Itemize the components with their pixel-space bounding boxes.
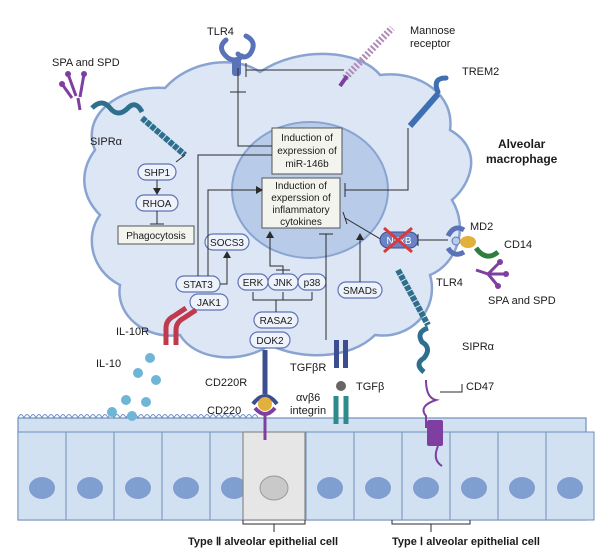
tlr4-right-label: TLR4: [436, 277, 463, 289]
epithelial-cell: [401, 431, 451, 521]
tlr4-top-label: TLR4: [207, 26, 234, 38]
type2-nucleus: [259, 475, 289, 501]
svg-text:Induction of: Induction of: [281, 133, 333, 144]
spa-spd-right-label: SPA and SPD: [488, 295, 556, 307]
epithelial-cell: [17, 431, 67, 521]
integrin-label-2: integrin: [290, 405, 326, 417]
epithelial-nucleus: [413, 477, 439, 499]
inflammatory-cytokines-box: Induction of experssion of inflammatory …: [261, 177, 341, 229]
mannose-receptor-label-2: receptor: [410, 38, 451, 50]
mir146b-box: Induction of expression of miR-146b: [271, 127, 343, 175]
epithelial-cell: [161, 431, 211, 521]
svg-text:SHP1: SHP1: [144, 168, 171, 179]
jak1-pill: JAK1: [189, 293, 229, 311]
epithelial-cell: [545, 431, 595, 521]
svg-text:inflammatory: inflammatory: [272, 205, 329, 216]
epithelial-cell: [353, 431, 403, 521]
il10r-label: IL-10R: [116, 326, 149, 338]
il10-label: IL-10: [96, 358, 121, 370]
tgfbr-label: TGFβR: [290, 362, 326, 374]
epithelial-nucleus: [461, 477, 487, 499]
svg-text:SMADs: SMADs: [343, 286, 377, 297]
alveolar-macrophage-label-2: macrophage: [486, 152, 558, 166]
integrin-label-1: αvβ6: [296, 392, 320, 404]
epithelial-nucleus: [221, 477, 247, 499]
sipra-right-label: SIPRα: [462, 341, 495, 353]
epithelial-cell: [65, 431, 115, 521]
type1-cell-label: Type Ⅰ alveolar epithelial cell: [392, 536, 540, 548]
svg-text:STAT3: STAT3: [183, 280, 213, 291]
alveolar-macrophage-label-1: Alveolar: [498, 137, 546, 151]
sipra-right-receptor: [395, 268, 431, 374]
jnk-pill: JNK: [267, 273, 299, 291]
signaling-lines: [150, 63, 409, 340]
svg-text:experssion of: experssion of: [271, 193, 331, 204]
epithelial-cell: [449, 431, 499, 521]
epithelium: [17, 414, 595, 521]
tlr4-right-complex: [445, 225, 500, 259]
svg-text:JNK: JNK: [274, 278, 293, 289]
erk-pill: ERK: [237, 273, 269, 291]
phagocytosis-box: Phagocytosis: [117, 225, 195, 245]
cd47-receptor: [422, 379, 443, 467]
tgfbr-receptor: [333, 340, 349, 424]
mannose-receptor: [338, 25, 395, 88]
md2-label: MD2: [470, 221, 493, 233]
svg-text:RHOA: RHOA: [143, 199, 172, 210]
svg-text:expression of: expression of: [277, 146, 337, 157]
type2-cell-label: Type Ⅱ alveolar epithelial cell: [188, 536, 338, 548]
rasa2-pill: RASA2: [253, 311, 299, 329]
dok2-pill: DOK2: [249, 331, 291, 349]
epithelial-cell: [305, 431, 355, 521]
svg-text:DOK2: DOK2: [256, 336, 284, 347]
svg-text:SOCS3: SOCS3: [210, 238, 244, 249]
trem2-receptor: [407, 75, 449, 128]
spa-spd-right-ligand: [475, 259, 509, 289]
cd47-label: CD47: [466, 381, 494, 393]
spa-spd-top-label: SPA and SPD: [52, 57, 120, 69]
svg-text:Induction of: Induction of: [275, 181, 327, 192]
trem2-label: TREM2: [462, 66, 499, 78]
svg-text:miR-146b: miR-146b: [285, 159, 329, 170]
cd14-label: CD14: [504, 239, 532, 251]
epithelial-nucleus: [173, 477, 199, 499]
cd220r-label: CD220R: [205, 377, 247, 389]
nfkb-inhibited: NFκB: [379, 226, 419, 254]
cd220-label: CD220: [207, 405, 241, 417]
epithelial-nucleus: [557, 477, 583, 499]
socs3-pill: SOCS3: [204, 233, 250, 251]
mannose-receptor-label-1: Mannose: [410, 25, 455, 37]
spa-spd-top-ligand: [59, 71, 87, 111]
sipra-top-label: SIPRα: [90, 136, 123, 148]
stat3-pill: STAT3: [175, 275, 221, 293]
epithelial-cell: [113, 431, 163, 521]
svg-text:Phagocytosis: Phagocytosis: [126, 231, 185, 242]
tgfb-label: TGFβ: [356, 381, 384, 393]
epithelial-nucleus: [317, 477, 343, 499]
cd220-receptor: [251, 350, 279, 440]
tlr4-top-receptor: [219, 33, 256, 76]
p38-pill: p38: [297, 273, 327, 291]
epithelial-nucleus: [509, 477, 535, 499]
rhoa-pill: RHOA: [135, 194, 179, 212]
epithelial-nucleus: [365, 477, 391, 499]
shp1-pill: SHP1: [137, 163, 177, 181]
epithelial-nucleus: [29, 477, 55, 499]
svg-text:ERK: ERK: [243, 278, 264, 289]
smads-pill: SMADs: [337, 281, 383, 299]
il10r-receptor: [163, 305, 198, 345]
svg-text:RASA2: RASA2: [260, 316, 293, 327]
svg-text:cytokines: cytokines: [280, 217, 322, 228]
epithelial-nucleus: [125, 477, 151, 499]
il10-ligands: [107, 353, 161, 421]
epithelial-cell: [497, 431, 547, 521]
epithelial-nucleus: [77, 477, 103, 499]
svg-text:p38: p38: [304, 278, 321, 289]
sipra-top-receptor: [90, 100, 187, 158]
svg-text:JAK1: JAK1: [197, 298, 221, 309]
